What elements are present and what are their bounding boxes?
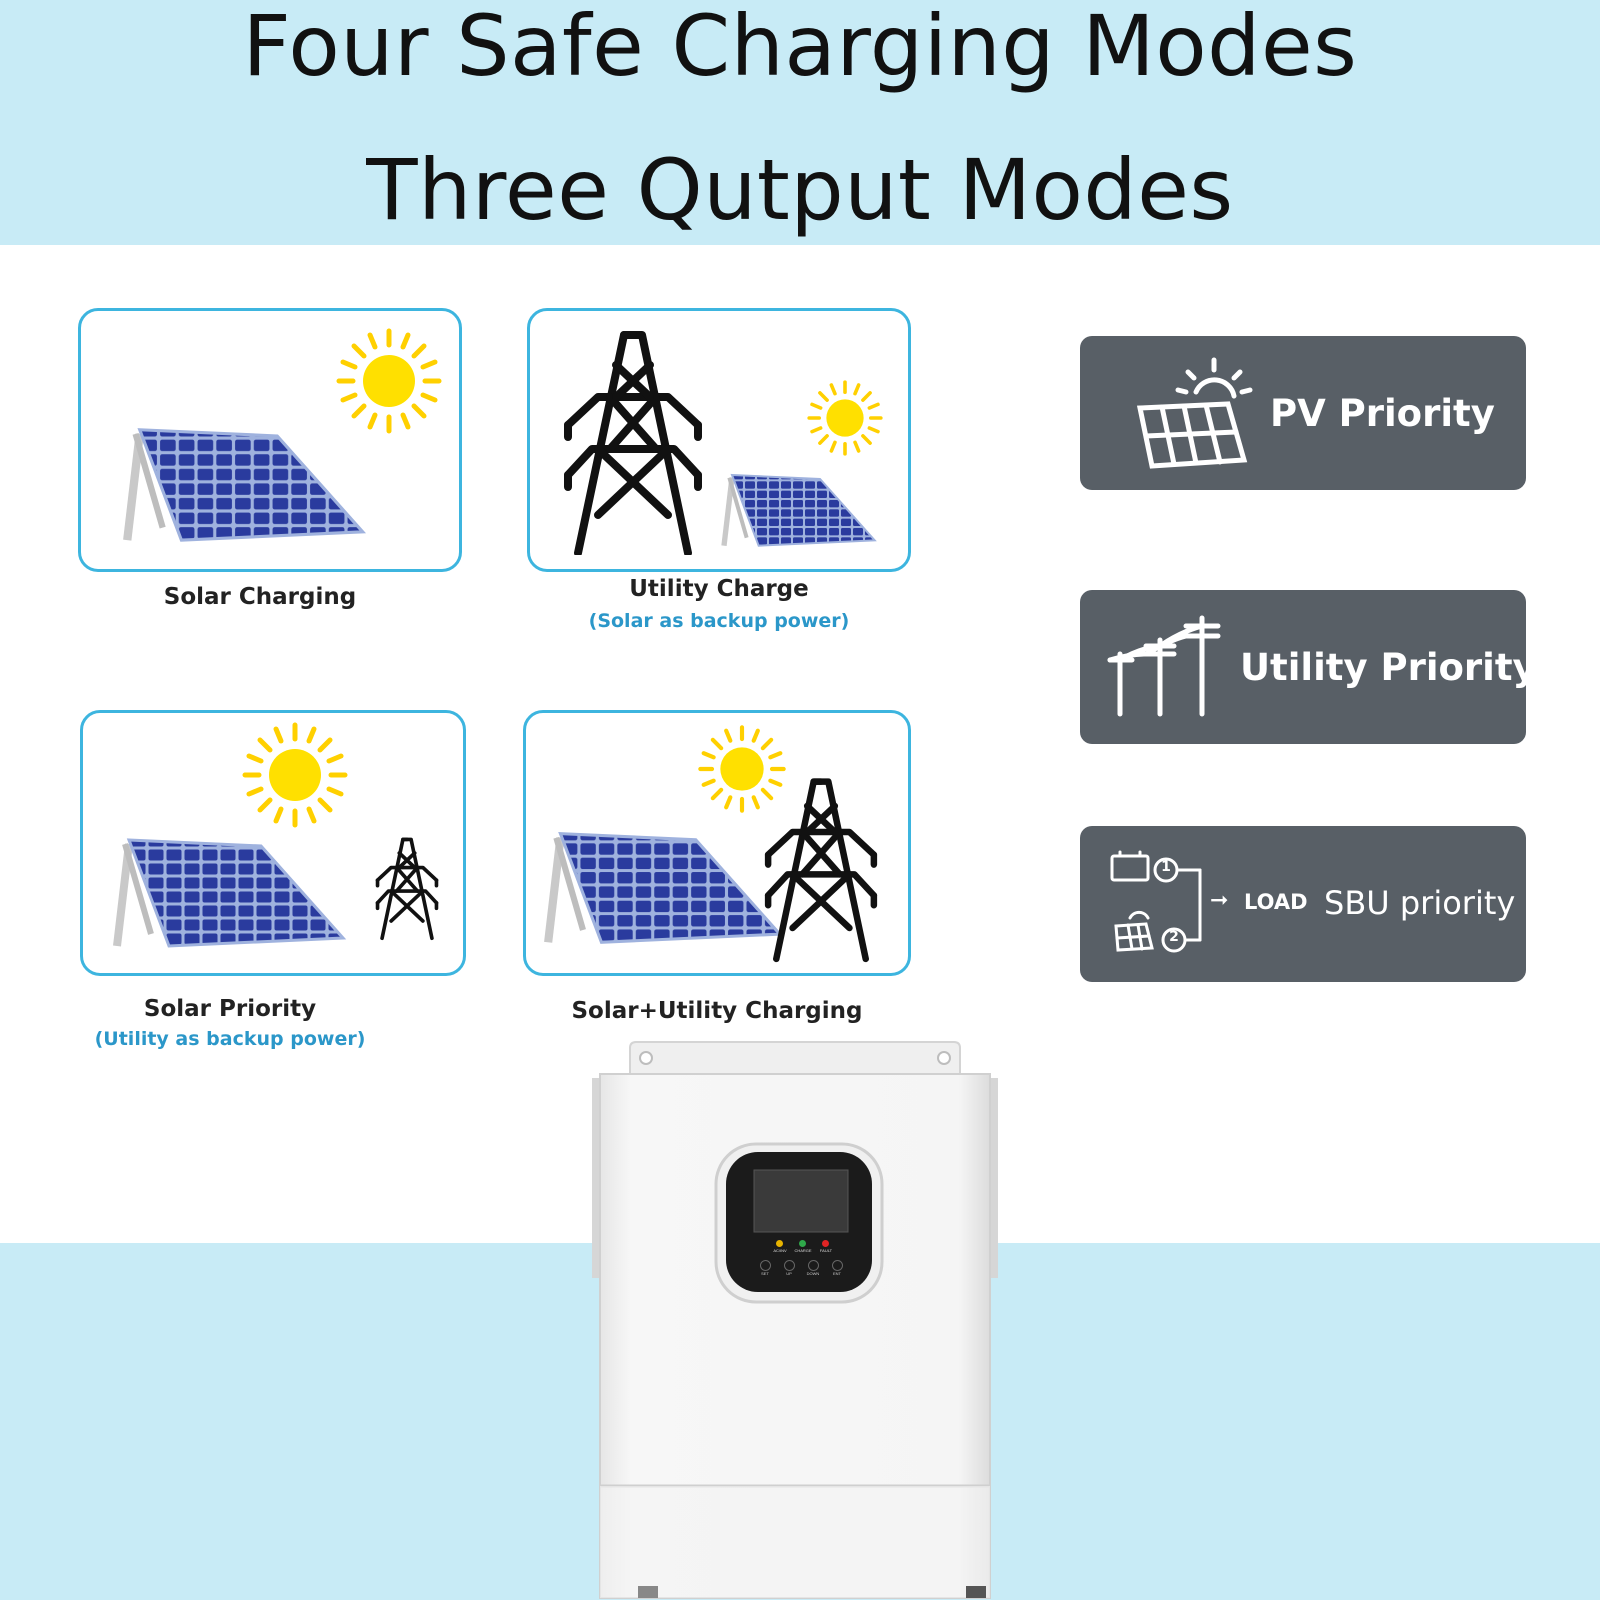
headline-output-modes: Three Qutput Modes: [366, 141, 1234, 239]
card-solar-utility-charging: [523, 710, 911, 976]
indicator-label: CHARGE: [794, 1248, 812, 1253]
indicator-label: FAULT: [819, 1248, 833, 1253]
marker-1: 1: [1161, 859, 1171, 875]
card-subtitle: (Solar as backup power): [588, 610, 850, 632]
button-label: SET: [761, 1271, 769, 1276]
indicator-led-ac: [776, 1240, 783, 1247]
card-title: Utility Charge: [629, 576, 809, 602]
card-title: Solar Priority: [143, 996, 317, 1022]
mode-label: Utility Priority: [1240, 646, 1537, 689]
sun-icon: [245, 725, 345, 825]
power-pole-icon: [1107, 615, 1221, 717]
card-solar-charging: [78, 308, 462, 572]
mode-label: SBU priority: [1324, 884, 1516, 922]
solar-panel-icon: [724, 475, 875, 546]
battery-solar-icon: [1110, 850, 1202, 953]
button-label: DOWN: [806, 1271, 820, 1276]
marker-2: 2: [1169, 929, 1179, 945]
pylon-icon: [375, 837, 439, 941]
sun-icon: [807, 380, 883, 456]
mode-sbu-priority: 1 2 ➞ LOAD SBU priority: [1080, 826, 1526, 982]
set-button[interactable]: [760, 1260, 771, 1271]
inverter-unit: [592, 1041, 998, 1599]
indicator-led-charge: [799, 1240, 806, 1247]
solar-sun-icon: [1136, 357, 1253, 469]
sun-icon: [700, 727, 783, 810]
load-label: LOAD: [1244, 890, 1308, 914]
card-title: Solar Charging: [163, 584, 357, 610]
button-label: UP: [786, 1271, 792, 1276]
solar-panel-icon: [127, 430, 362, 540]
button-label: ENT: [833, 1271, 841, 1276]
ent-button[interactable]: [832, 1260, 843, 1271]
solar-panel-icon: [117, 840, 343, 946]
card-title: Solar+Utility Charging: [571, 998, 863, 1024]
card-subtitle: (Utility as backup power): [94, 1028, 366, 1050]
indicator-label: AC/INV: [773, 1248, 787, 1253]
headline-charging-modes: Four Safe Charging Modes: [242, 0, 1358, 95]
mode-label: PV Priority: [1270, 392, 1495, 435]
sun-icon: [339, 331, 439, 431]
pylon-icon: [768, 782, 874, 959]
down-button[interactable]: [808, 1260, 819, 1271]
indicator-led-fault: [822, 1240, 829, 1247]
header-band: [0, 0, 1600, 245]
pylon-icon: [568, 335, 698, 553]
card-solar-priority: [80, 710, 466, 976]
arrow-icon: ➞: [1210, 888, 1229, 913]
mode-pv-priority: PV Priority: [1080, 336, 1526, 490]
up-button[interactable]: [784, 1260, 795, 1271]
card-utility-charge: [527, 308, 911, 572]
mode-utility-priority: Utility Priority: [1080, 590, 1537, 744]
solar-panel-icon: [548, 834, 780, 943]
